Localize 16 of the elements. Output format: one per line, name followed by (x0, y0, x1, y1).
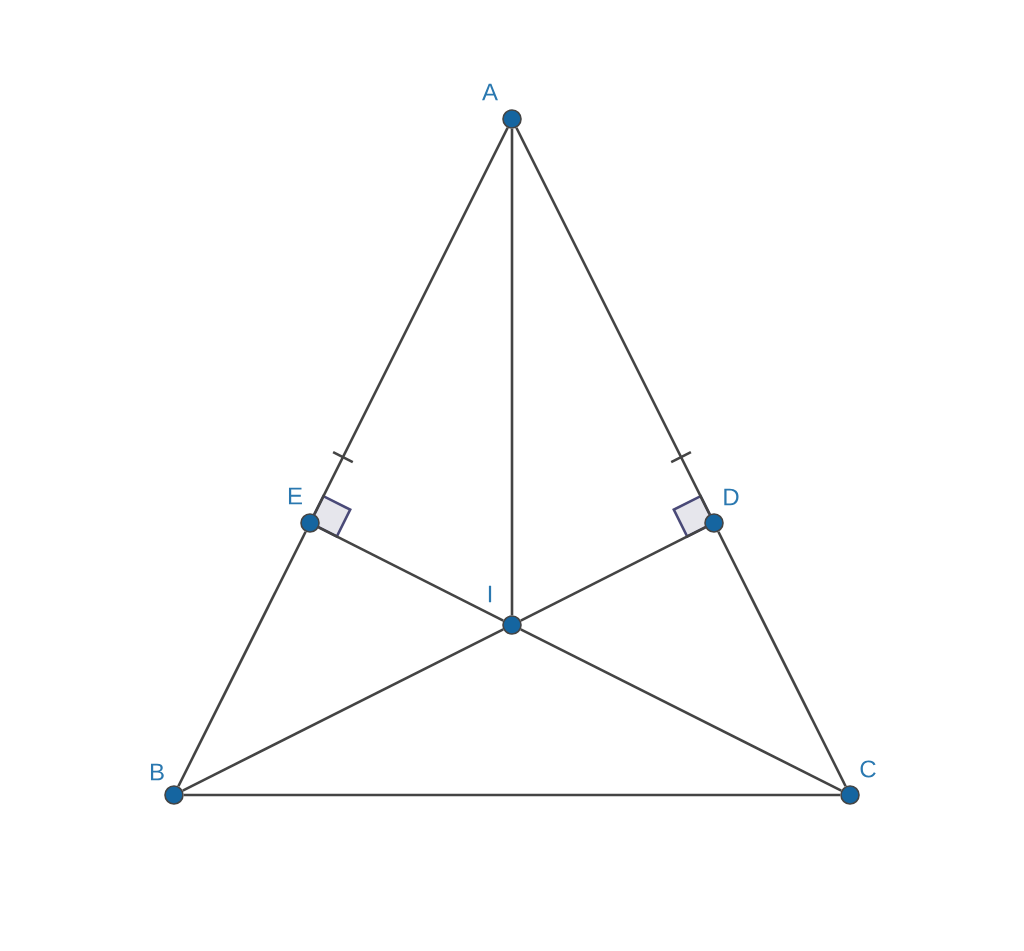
line-segment (520, 526, 706, 622)
line-segment (183, 793, 841, 797)
line-segment (510, 128, 514, 616)
point-label: I (488, 585, 492, 603)
line-segment (177, 531, 307, 787)
point-label: B (151, 763, 164, 781)
point-label: D (724, 488, 739, 506)
line-segment (318, 526, 504, 622)
line-segment (313, 127, 509, 515)
line-segment (182, 628, 504, 792)
line-segment (717, 531, 847, 787)
point-label: C (860, 760, 876, 778)
point-label: E (289, 487, 302, 505)
line-segment (515, 127, 711, 515)
line-segment (520, 628, 842, 792)
point-label: A (482, 83, 498, 101)
